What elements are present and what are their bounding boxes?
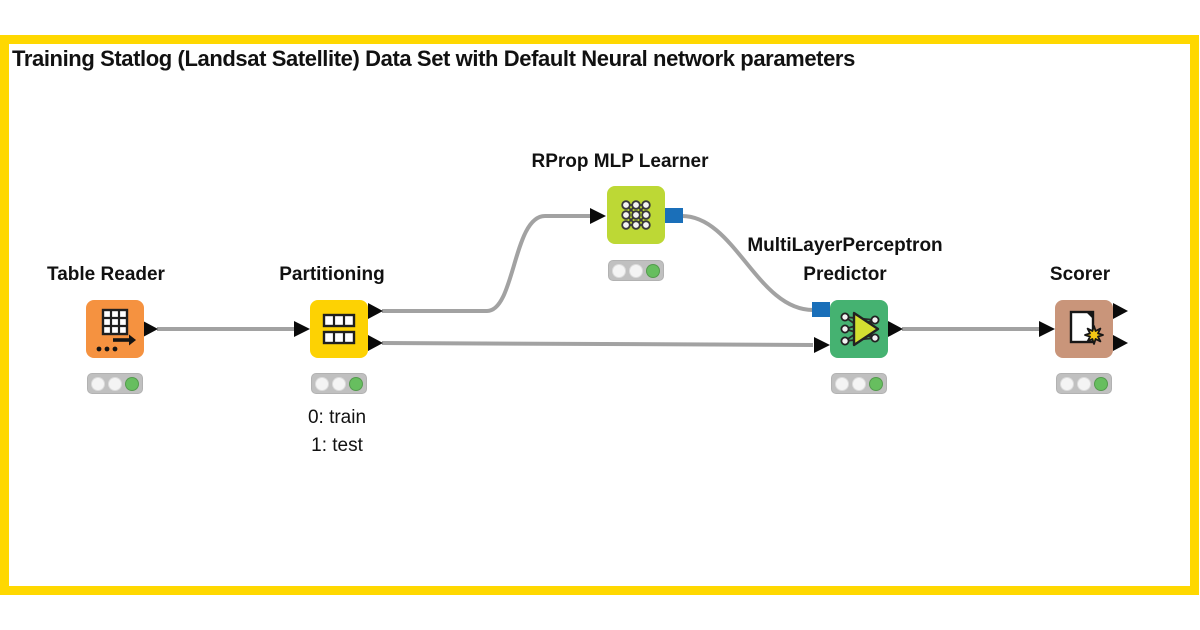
partitioning-icon (322, 313, 356, 345)
port-in-model-predictor[interactable] (812, 302, 830, 317)
annotation-line-test: 1: test (311, 435, 363, 456)
port-out-top-partitioning[interactable] (368, 303, 383, 319)
node-label-scorer: Scorer (1049, 264, 1111, 285)
lamp-red (612, 263, 626, 278)
lamp-red (91, 376, 105, 391)
node-table-reader[interactable] (86, 300, 144, 358)
lamp-yellow (332, 376, 346, 391)
lamp-red (315, 376, 329, 391)
lamp-yellow (1077, 376, 1091, 391)
lamp-green (646, 263, 660, 278)
canvas-frame (0, 35, 1199, 595)
node-partitioning[interactable] (310, 300, 368, 358)
traffic-light-predictor (831, 373, 887, 394)
lamp-yellow (629, 263, 643, 278)
lamp-red (835, 376, 849, 391)
lamp-green (125, 376, 139, 391)
lamp-green (1094, 376, 1108, 391)
lamp-green (869, 376, 883, 391)
node-label-predictor: MultiLayerPerceptron Predictor (715, 231, 975, 289)
port-out-predictor[interactable] (888, 321, 903, 337)
port-in-data-predictor[interactable] (814, 337, 830, 353)
port-out-model-rprop-mlp-learner[interactable] (665, 208, 683, 223)
workflow-title: Training Statlog (Landsat Satellite) Dat… (12, 46, 855, 71)
lamp-red (1060, 376, 1074, 391)
edge-partitioning-to-learner[interactable] (382, 214, 590, 313)
node-label-partitioning: Partitioning (279, 264, 385, 285)
node-rprop-mlp-learner[interactable] (607, 186, 665, 244)
edge-learner-to-predictor[interactable] (681, 214, 814, 312)
node-label-rprop-mlp-learner: RProp MLP Learner (531, 151, 709, 172)
traffic-light-rprop-mlp-learner (608, 260, 664, 281)
edge-partitioning-to-predictor[interactable] (381, 341, 814, 347)
port-out-table-reader[interactable] (143, 321, 158, 337)
predictor-label-line1: MultiLayerPerceptron (747, 235, 943, 256)
node-scorer[interactable] (1055, 300, 1113, 358)
neural-network-icon (621, 200, 651, 230)
node-annotation-partitioning: 0: train 1: test (237, 404, 437, 460)
predictor-icon (840, 311, 880, 347)
node-label-table-reader: Table Reader (47, 264, 165, 285)
lamp-yellow (108, 376, 122, 391)
port-in-rprop-mlp-learner[interactable] (590, 208, 606, 224)
table-reader-icon (96, 308, 136, 352)
port-out-bottom-scorer[interactable] (1113, 335, 1128, 351)
traffic-light-table-reader (87, 373, 143, 394)
annotation-line-train: 0: train (307, 407, 367, 428)
lamp-yellow (852, 376, 866, 391)
traffic-light-scorer (1056, 373, 1112, 394)
predictor-label-line2: Predictor (803, 264, 887, 285)
port-out-top-scorer[interactable] (1113, 303, 1128, 319)
node-multilayerperceptron-predictor[interactable] (830, 300, 888, 358)
port-out-bottom-partitioning[interactable] (368, 335, 383, 351)
lamp-green (349, 376, 363, 391)
port-in-partitioning[interactable] (294, 321, 310, 337)
traffic-light-partitioning (311, 373, 367, 394)
port-in-scorer[interactable] (1039, 321, 1055, 337)
scorer-document-star-icon (1069, 310, 1104, 345)
